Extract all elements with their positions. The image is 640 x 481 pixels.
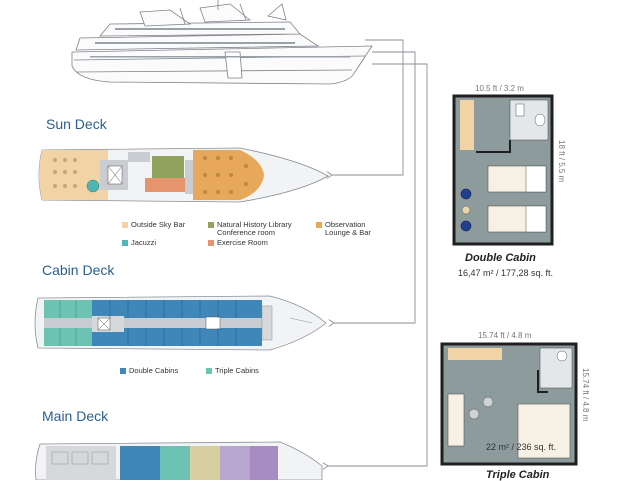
main-deck-plan (35, 441, 323, 480)
connector-lines (328, 39, 428, 466)
swatch-library (208, 222, 214, 228)
legend-exercise-room: Exercise Room (208, 239, 268, 247)
triple-cabin-title: Triple Cabin (486, 469, 550, 481)
main-deck-title: Main Deck (42, 408, 109, 424)
double-cabin-width-label: 10.5 ft / 3.2 m (475, 84, 524, 93)
legend-triple-cabins: Triple Cabins (206, 367, 259, 375)
legend-label: Natural History Library Conference room (217, 220, 292, 237)
double-cabin-area: 16,47 m² / 177,28 sq. ft. (458, 268, 554, 278)
swatch-double-cabins (120, 368, 126, 374)
cabin-deck-title: Cabin Deck (42, 262, 115, 278)
double-cabin-plan (452, 94, 554, 246)
legend-outside-sky-bar: Outside Sky Bar (122, 221, 185, 229)
triple-cabin-width-label: 15.74 ft / 4.8 m (478, 331, 532, 340)
swatch-observation-lounge (316, 222, 322, 228)
triple-cabin-plan (440, 342, 578, 466)
swatch-jacuzzi (122, 240, 128, 246)
sun-deck-plan (38, 147, 329, 203)
legend-library: Natural History Library Conference room (208, 221, 292, 237)
legend-label: Jacuzzi (131, 238, 157, 247)
cabin-deck-plan (34, 295, 327, 351)
double-cabin-title: Double Cabin (465, 252, 536, 264)
legend-double-cabins: Double Cabins (120, 367, 178, 375)
triple-cabin-area: 22 m² / 236 sq. ft. (486, 442, 557, 452)
swatch-exercise-room (208, 240, 214, 246)
triple-cabin-length-label: 15.74 ft / 4.8 m (581, 368, 590, 422)
legend-label: Exercise Room (217, 238, 268, 247)
legend-label: Double Cabins (129, 366, 179, 375)
legend-label: Triple Cabins (215, 366, 259, 375)
swatch-triple-cabins (206, 368, 212, 374)
legend-label: Outside Sky Bar (131, 220, 186, 229)
ship-windows (90, 28, 350, 58)
double-cabin-length-label: 18 ft / 5.5 m (557, 140, 566, 183)
legend-jacuzzi: Jacuzzi (122, 239, 156, 247)
sun-deck-title: Sun Deck (46, 116, 107, 132)
swatch-outside-sky-bar (122, 222, 128, 228)
legend-label: Observation Lounge & Bar (325, 220, 371, 237)
legend-observation-lounge: Observation Lounge & Bar (316, 221, 371, 237)
